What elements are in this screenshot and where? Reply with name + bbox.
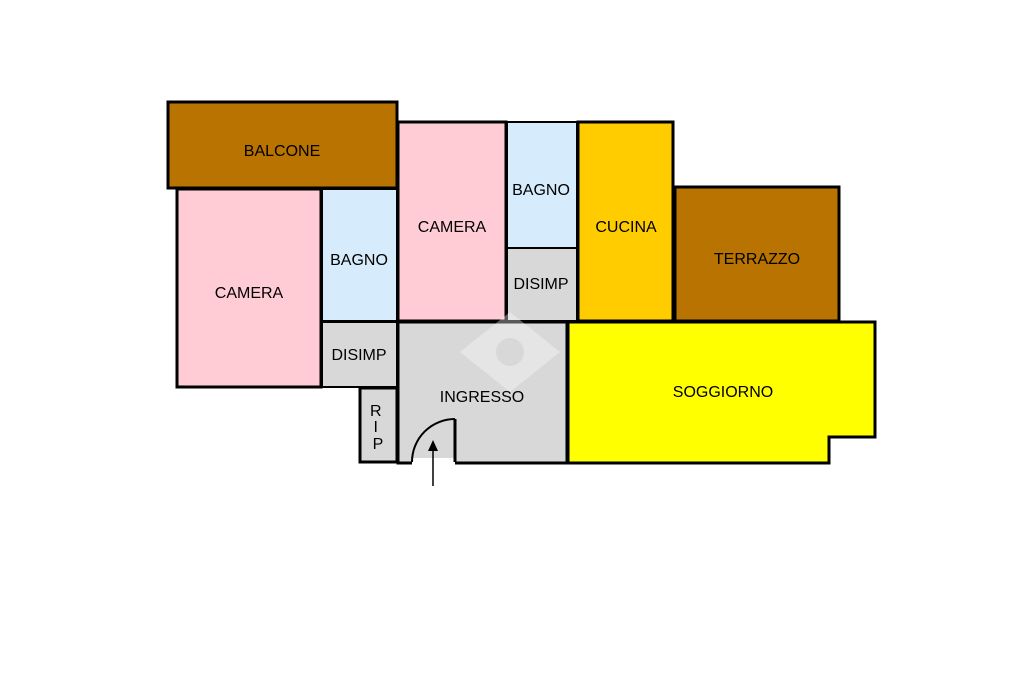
label-rip-letter: I	[374, 419, 378, 436]
label-terrazzo: TERRAZZO	[714, 251, 800, 268]
room-terrazzo	[673, 185, 841, 323]
room-camera-left	[175, 187, 323, 389]
room-soggiorno	[566, 320, 877, 465]
room-disimp-center	[506, 247, 578, 322]
label-camera-left: CAMERA	[215, 285, 284, 302]
label-balcone: BALCONE	[244, 143, 320, 160]
label-bagno-left: BAGNO	[330, 252, 388, 269]
label-cucina: CUCINA	[595, 219, 657, 236]
label-soggiorno: SOGGIORNO	[673, 384, 773, 401]
label-rip: R I P	[370, 403, 386, 453]
label-camera-center: CAMERA	[418, 219, 487, 236]
label-bagno-center: BAGNO	[512, 182, 570, 199]
label-disimp-left: DISIMP	[331, 347, 386, 364]
room-rip	[358, 386, 399, 464]
entrance-arrow-icon	[428, 440, 438, 486]
door-swing-icon	[411, 418, 457, 463]
label-ingresso: INGRESSO	[440, 389, 524, 406]
room-bagno-left	[321, 188, 398, 322]
label-disimp-center: DISIMP	[513, 276, 568, 293]
label-rip-letter: P	[373, 436, 384, 453]
room-balcone	[166, 100, 399, 190]
label-rip-letter: R	[370, 403, 382, 420]
watermark-logo-icon	[460, 312, 560, 392]
